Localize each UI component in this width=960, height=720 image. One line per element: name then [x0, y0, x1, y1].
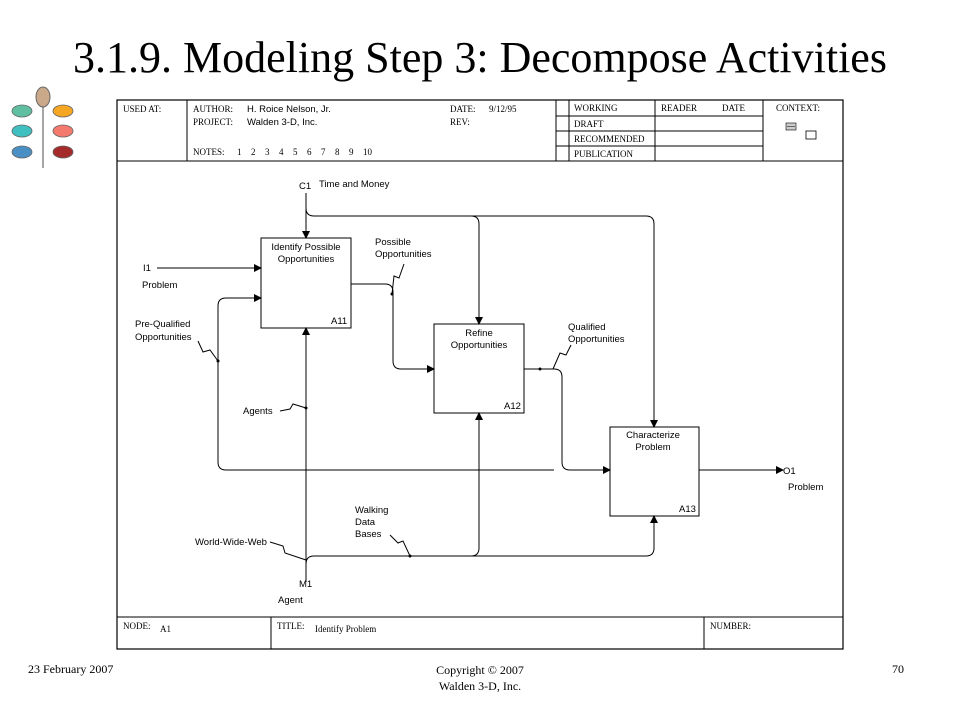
- notes-4: 4: [279, 147, 284, 157]
- c1-code: C1: [299, 181, 311, 192]
- project-value: Walden 3-D, Inc.: [247, 117, 317, 128]
- notes-label: NOTES:: [193, 147, 225, 157]
- title-label: TITLE:: [277, 621, 305, 631]
- agents-label: Agents: [243, 406, 273, 417]
- notes-3: 3: [265, 147, 270, 157]
- o1-label: Problem: [788, 482, 823, 493]
- footer-date: 23 February 2007: [28, 662, 114, 676]
- walking-label-line2: Data: [355, 517, 376, 528]
- prequal-label-line1: Pre-Qualified: [135, 319, 190, 330]
- rev-label: REV:: [450, 117, 470, 127]
- notes-8: 8: [335, 147, 340, 157]
- author-label: AUTHOR:: [193, 104, 233, 114]
- qualified-label-line1: Qualified: [568, 322, 606, 333]
- reader-date-label: DATE: [722, 103, 745, 113]
- a13-node: A13: [679, 504, 696, 515]
- status-recommended: RECOMMENDED: [574, 134, 645, 144]
- copyright-line2: Walden 3-D, Inc.: [438, 679, 522, 693]
- context-icon: [785, 122, 817, 140]
- a12-node: A12: [504, 401, 521, 412]
- date-label: DATE:: [450, 104, 476, 114]
- number-label: NUMBER:: [710, 621, 751, 631]
- agents-leader: [279, 403, 307, 412]
- node-value: A1: [160, 624, 171, 634]
- a12-title-line2: Opportunities: [451, 340, 508, 351]
- diagram-frame: [116, 99, 844, 650]
- reader-label: READER: [661, 103, 697, 113]
- possible-label-line1: Possible: [375, 237, 411, 248]
- qualified-leader: [552, 344, 572, 370]
- o1-code: O1: [783, 466, 796, 477]
- copyright-line1: Copyright © 2007: [436, 663, 524, 677]
- notes-1: 1: [237, 147, 242, 157]
- possible-leader: [391, 263, 405, 295]
- walking-label-line3: Bases: [355, 529, 382, 540]
- qualified-label-line2: Opportunities: [568, 334, 625, 345]
- footer-copyright: Copyright © 2007 Walden 3-D, Inc.: [380, 662, 580, 694]
- c1-branch-to-a13: [471, 215, 658, 428]
- www-leader: [269, 541, 307, 561]
- a11-title-line1: Identify Possible: [271, 242, 340, 253]
- status-draft: DRAFT: [574, 119, 604, 129]
- a12-title-line1: Refine: [465, 328, 492, 339]
- a13-title-line1: Characterize: [626, 430, 680, 441]
- header-block: [117, 100, 843, 162]
- qualified-opportunities-arrow: [524, 368, 611, 474]
- status-working: WORKING: [574, 103, 618, 113]
- possible-label-line2: Opportunities: [375, 249, 432, 260]
- m1-label: Agent: [278, 595, 303, 606]
- m1-code: M1: [299, 579, 312, 590]
- walking-leader: [389, 534, 411, 557]
- project-label: PROJECT:: [193, 117, 233, 127]
- slide-title: 3.1.9. Modeling Step 3: Decompose Activi…: [73, 33, 887, 82]
- possible-opportunities-arrow: [351, 283, 435, 373]
- notes-7: 7: [321, 147, 326, 157]
- context-label: CONTEXT:: [776, 103, 820, 113]
- prequalified-feedback-arrow: [217, 298, 546, 471]
- a13-title-line2: Problem: [635, 442, 670, 453]
- author-value: H. Roice Nelson, Jr.: [247, 104, 331, 115]
- used-at-label: USED AT:: [123, 104, 161, 114]
- m1-branch-to-a13: [471, 515, 658, 557]
- prequal-leader: [197, 340, 219, 362]
- date-value: 9/12/95: [489, 104, 517, 114]
- logo-icon: [11, 86, 74, 168]
- title-value: Identify Problem: [315, 624, 376, 634]
- node-label: NODE:: [123, 621, 151, 631]
- footer-block: [117, 616, 843, 649]
- notes-5: 5: [293, 147, 298, 157]
- a11-title-line2: Opportunities: [278, 254, 335, 265]
- page-number: 70: [892, 662, 904, 676]
- www-label: World-Wide-Web: [195, 537, 267, 548]
- i1-label: Problem: [142, 280, 177, 291]
- m1-branch-to-a12: [305, 412, 483, 565]
- notes-9: 9: [349, 147, 354, 157]
- status-publication: PUBLICATION: [574, 149, 634, 159]
- notes-2: 2: [251, 147, 256, 157]
- walking-label-line1: Walking: [355, 505, 388, 516]
- notes-6: 6: [307, 147, 312, 157]
- prequal-label-line2: Opportunities: [135, 332, 192, 343]
- i1-code: I1: [143, 263, 151, 274]
- a11-node: A11: [331, 316, 347, 327]
- notes-10: 10: [363, 147, 373, 157]
- c1-label: Time and Money: [319, 179, 390, 190]
